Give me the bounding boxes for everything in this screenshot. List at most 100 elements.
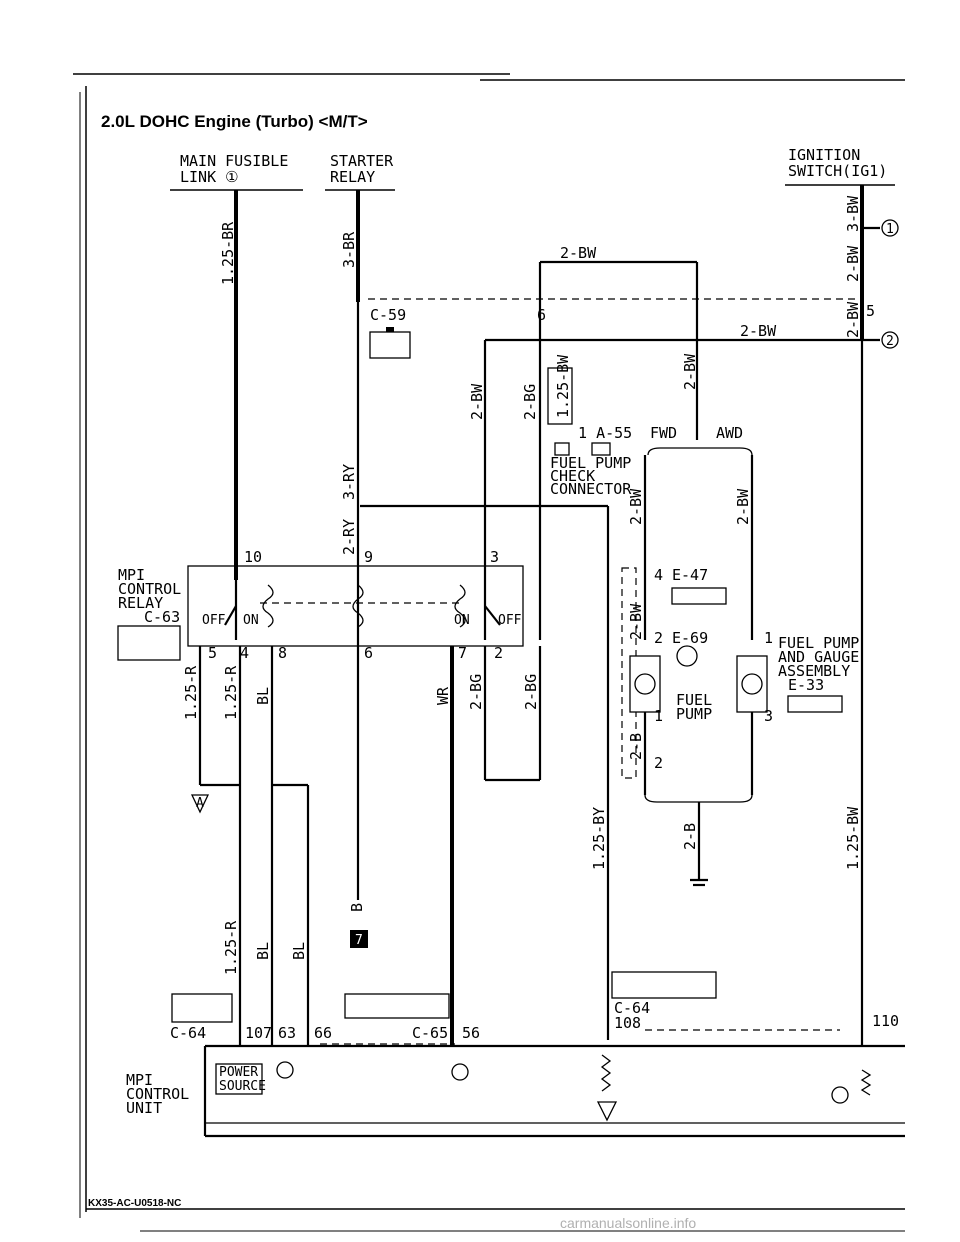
wire-label: BL xyxy=(254,687,272,705)
c63-connector-face xyxy=(117,625,181,661)
wire-label: 2-RY xyxy=(340,519,358,555)
fwd-label: FWD xyxy=(650,424,677,442)
transistor-icon xyxy=(276,1061,294,1079)
circle-ref-2-text: 2 xyxy=(886,334,894,349)
e47-connector-face xyxy=(671,587,727,605)
relay-on-label-2: ON xyxy=(454,613,470,628)
wire-label: 1.25-BW xyxy=(844,806,862,870)
ignition-switch-label-2: SWITCH(IG1) xyxy=(788,162,887,180)
wire-label: 3-BW xyxy=(844,195,862,232)
wire-label: 2-BW xyxy=(627,488,645,525)
e33-connector-face xyxy=(787,695,843,713)
pin-label: 2 xyxy=(654,754,663,772)
a55-face-right xyxy=(591,442,611,456)
wire-label: 2-BW xyxy=(681,353,699,390)
power-label: POWER xyxy=(219,1065,258,1080)
main-fusible-link-label-2: LINK ① xyxy=(180,168,239,186)
c64-left-connector-face xyxy=(171,993,233,1023)
wire-label: 1.25-R xyxy=(182,665,200,720)
relay-off-label-2: OFF xyxy=(498,613,522,628)
pin-label: 1 xyxy=(654,707,663,725)
pin-label: 5 xyxy=(866,302,875,320)
fuel-pump-motor-icon xyxy=(634,673,656,695)
pin-label: 3 xyxy=(764,707,773,725)
wire-label: 2-B xyxy=(681,823,699,850)
c65-label: C-65 xyxy=(412,1024,448,1042)
pin-label: 56 xyxy=(462,1024,480,1042)
mpi-unit-label-3: UNIT xyxy=(126,1099,162,1117)
ground-a-symbol xyxy=(190,794,210,814)
fwd-awd-return xyxy=(644,794,753,803)
fuel-pump-gauge-label-3: ASSEMBLY xyxy=(778,662,850,680)
footer-code: KX35-AC-U0518-NC xyxy=(88,1198,181,1209)
c64-right-connector-face xyxy=(611,971,717,999)
pin-label: 5 xyxy=(208,644,217,662)
a55-label: 1 A-55 xyxy=(578,424,632,442)
starter-relay-label-1: STARTER xyxy=(330,152,394,170)
diagram-title: 2.0L DOHC Engine (Turbo) <M/T> xyxy=(101,112,368,131)
fuel-pump-gauge-motor-icon xyxy=(741,673,763,695)
fuel-pump-check-label-3: CONNECTOR xyxy=(550,480,632,498)
ground-a-text: A xyxy=(196,796,204,811)
e47-label: E-47 xyxy=(672,566,708,584)
wire-label: 2-BW xyxy=(844,245,862,282)
wire-label: 1.25-BW xyxy=(554,354,572,418)
pin-label: 108 xyxy=(614,1014,641,1032)
wire-label: 1.25-R xyxy=(222,920,240,975)
wire-label: 2-BG xyxy=(521,384,539,420)
wire-label: 2-BW xyxy=(468,383,486,420)
pin-label: 2 xyxy=(494,644,503,662)
wire-label: 2-BG xyxy=(522,674,540,710)
pin-label: 107 xyxy=(245,1024,272,1042)
circle-ref-1 xyxy=(881,219,899,237)
a55-connector-body xyxy=(547,367,573,425)
mpi-relay-label-2: CONTROL xyxy=(118,580,181,598)
wire-label: 2-BW xyxy=(844,301,862,338)
c64-left-label: C-64 xyxy=(170,1024,206,1042)
fuel-pump-gauge-label-1: FUEL PUMP xyxy=(778,634,859,652)
wire-label: 3-BR xyxy=(340,231,358,268)
c65-connector-face xyxy=(344,993,450,1019)
pin-label: 63 xyxy=(278,1024,296,1042)
transistor-icon xyxy=(831,1086,849,1104)
wire-label: 2-BW xyxy=(734,488,752,525)
fuel-pump-label-2: PUMP xyxy=(676,705,712,723)
circle-ref-1-text: 1 xyxy=(886,222,894,237)
pin-label: 3 xyxy=(490,548,499,566)
ignition-switch-label-1: IGNITION xyxy=(788,146,860,164)
wire-label: B xyxy=(348,903,366,912)
mpi-relay-label-3: RELAY xyxy=(118,594,163,612)
wire-label: 2-B xyxy=(627,733,645,760)
circle-ref-7 xyxy=(350,930,368,948)
pin-label: 1 xyxy=(764,629,773,647)
e33-label: E-33 xyxy=(788,676,824,694)
pin-label: 4 xyxy=(240,644,249,662)
wire-label: 2-BG xyxy=(467,674,485,710)
pin-label: 66 xyxy=(314,1024,332,1042)
wire-label: 1.25-BR xyxy=(219,221,237,285)
wire-label: 2-BW xyxy=(627,603,645,640)
a55-face-left xyxy=(554,442,570,456)
c63-label: C-63 xyxy=(144,608,180,626)
mpi-relay-label-1: MPI xyxy=(118,566,145,584)
mpi-unit-label-1: MPI xyxy=(126,1071,153,1089)
relay-off-label: OFF xyxy=(202,613,226,628)
relay-coil-2 xyxy=(352,584,364,628)
mpi-relay-box xyxy=(187,565,524,647)
relay-coil-3 xyxy=(454,584,466,628)
starter-relay-label-2: RELAY xyxy=(330,168,375,186)
e69-label: E-69 xyxy=(672,629,708,647)
wire-label: 3-RY xyxy=(340,464,358,500)
watermark: carmanualsonline.info xyxy=(560,1215,696,1231)
pin-label: 9 xyxy=(364,548,373,566)
c64-right-label: C-64 xyxy=(614,999,650,1017)
circle-ref-2 xyxy=(881,331,899,349)
e69-connector-face xyxy=(676,645,698,667)
relay-coil-1 xyxy=(262,584,274,628)
transistor-icon xyxy=(451,1063,469,1081)
fwd-dashed-group xyxy=(621,567,637,779)
pin-label: 2 xyxy=(654,629,663,647)
wire-label: 1.25-R xyxy=(222,665,240,720)
c59-connector-face xyxy=(369,327,411,359)
